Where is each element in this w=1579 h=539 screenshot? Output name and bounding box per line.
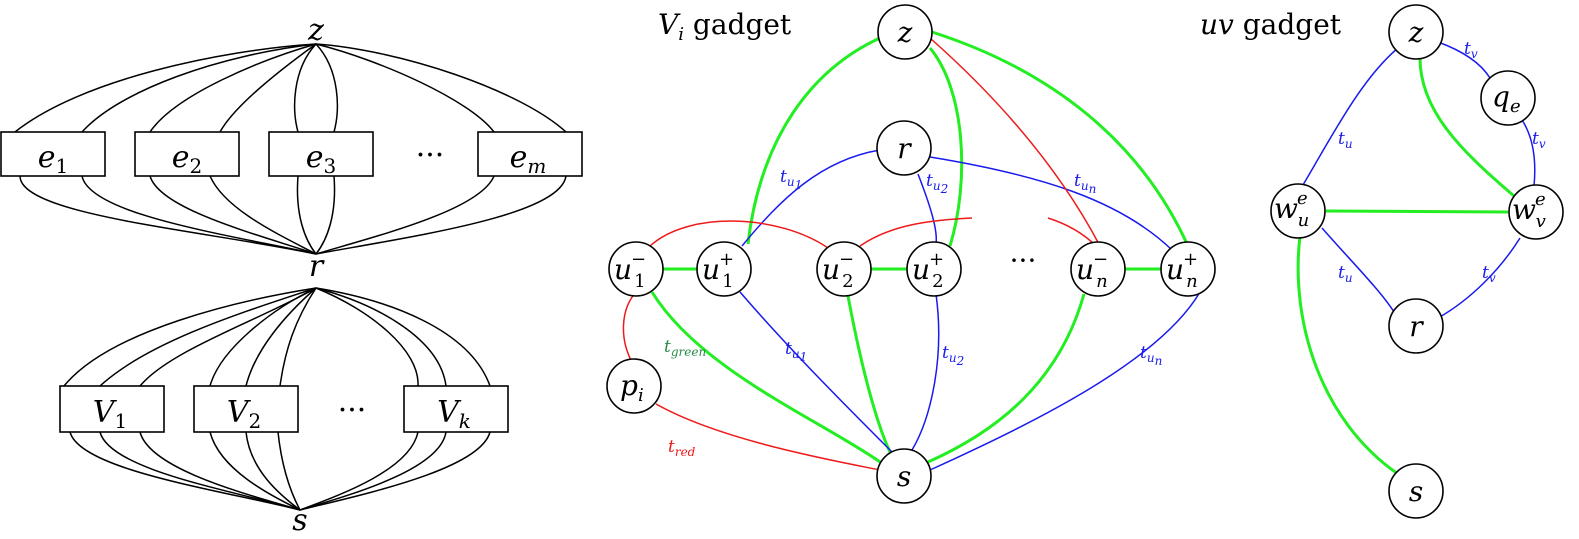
svg-text:e1: e1 — [38, 140, 69, 178]
v-box-1: V1 — [59, 385, 165, 433]
r-to-v-edges — [63, 287, 491, 387]
left-r-label: r — [309, 249, 325, 284]
v-box-k: Vk — [403, 385, 509, 433]
e-box-1: e1 — [0, 131, 106, 178]
svg-text:Vk: Vk — [437, 395, 471, 433]
uv-gadget-title: uv gadget — [1200, 8, 1342, 41]
vi-green-edges — [650, 30, 1190, 464]
e-to-r-edges — [19, 175, 567, 255]
svg-text:qe: qe — [1492, 80, 1521, 117]
vi-red-edges — [622, 37, 1101, 471]
label-tu1-bottom: tu1 — [785, 339, 807, 364]
vi-node-un-plus: u+n — [1160, 241, 1216, 297]
vi-blue-edges — [739, 149, 1201, 471]
v-dots: ··· — [338, 393, 367, 428]
label-tu2-bottom: tu2 — [942, 343, 964, 368]
svg-text:wev: wev — [1512, 189, 1546, 232]
uv-label-tv-lower: tv — [1482, 263, 1496, 285]
uv-node-r: r — [1388, 298, 1444, 354]
uv-node-q: qe — [1480, 70, 1536, 126]
left-s-label: s — [292, 503, 307, 538]
vi-gadget: Vi gadget — [606, 4, 1216, 504]
uv-green-edges — [1296, 57, 1515, 476]
vi-node-r: r — [876, 120, 932, 176]
vi-gadget-title: Vi gadget — [658, 8, 792, 45]
label-tu1-top: tu1 — [780, 167, 802, 192]
svg-text:r: r — [897, 132, 912, 165]
e-box-m: em — [477, 131, 583, 178]
svg-text:z: z — [1408, 16, 1424, 49]
label-tun-bottom: tun — [1140, 343, 1162, 368]
e-dots: ··· — [416, 138, 445, 173]
svg-text:pi: pi — [620, 369, 644, 406]
vi-node-u2-plus: u+2 — [906, 241, 962, 297]
uv-label-tu-upper: tu — [1338, 129, 1353, 151]
v-box-2: V2 — [193, 385, 299, 433]
svg-text:weu: weu — [1274, 188, 1309, 231]
svg-text:u−1: u−1 — [614, 249, 646, 292]
svg-text:u−n: u−n — [1076, 249, 1108, 292]
svg-text:e3: e3 — [306, 140, 337, 178]
svg-text:s: s — [897, 460, 911, 493]
svg-text:u+2: u+2 — [912, 249, 944, 292]
svg-text:u−2: u−2 — [822, 249, 854, 292]
svg-text:r: r — [1409, 310, 1424, 343]
vi-node-z: z — [877, 4, 933, 60]
vi-node-u1-minus: u−1 — [608, 241, 664, 297]
vi-node-un-minus: u−n — [1070, 241, 1126, 297]
uv-label-tu-lower: tu — [1338, 263, 1353, 285]
uv-label-tv-right: tv — [1532, 129, 1546, 151]
svg-text:V1: V1 — [93, 395, 127, 433]
uv-blue-edges — [1299, 41, 1536, 319]
vi-node-p: pi — [606, 358, 662, 414]
svg-text:V2: V2 — [227, 395, 261, 433]
uv-node-z: z — [1388, 4, 1444, 60]
v-to-s-edges — [69, 431, 491, 511]
e-box-3: e3 — [268, 131, 374, 178]
svg-text:u+n: u+n — [1166, 249, 1198, 292]
e-box-2: e2 — [134, 131, 240, 178]
label-tu2-top: tu2 — [926, 171, 948, 196]
left-diagram: z r s e1 e2 e3 ··· em V1 V2 ··· — [0, 13, 583, 538]
z-to-e-edges — [14, 43, 567, 133]
label-tred: tred — [668, 437, 696, 459]
vi-node-u2-minus: u−2 — [816, 241, 872, 297]
uv-node-s: s — [1388, 463, 1444, 519]
vi-node-u1-plus: u+1 — [696, 241, 752, 297]
left-z-label: z — [307, 13, 324, 48]
vi-dots: ··· — [1010, 244, 1037, 277]
label-tun-top: tun — [1074, 171, 1096, 196]
svg-text:s: s — [1409, 475, 1423, 508]
svg-text:u+1: u+1 — [702, 249, 734, 292]
svg-text:e2: e2 — [172, 140, 203, 178]
svg-text:em: em — [510, 140, 547, 178]
uv-label-tv-top: tv — [1464, 39, 1478, 61]
label-tgreen: tgreen — [664, 337, 706, 359]
svg-text:z: z — [897, 16, 913, 49]
vi-node-s: s — [876, 448, 932, 504]
